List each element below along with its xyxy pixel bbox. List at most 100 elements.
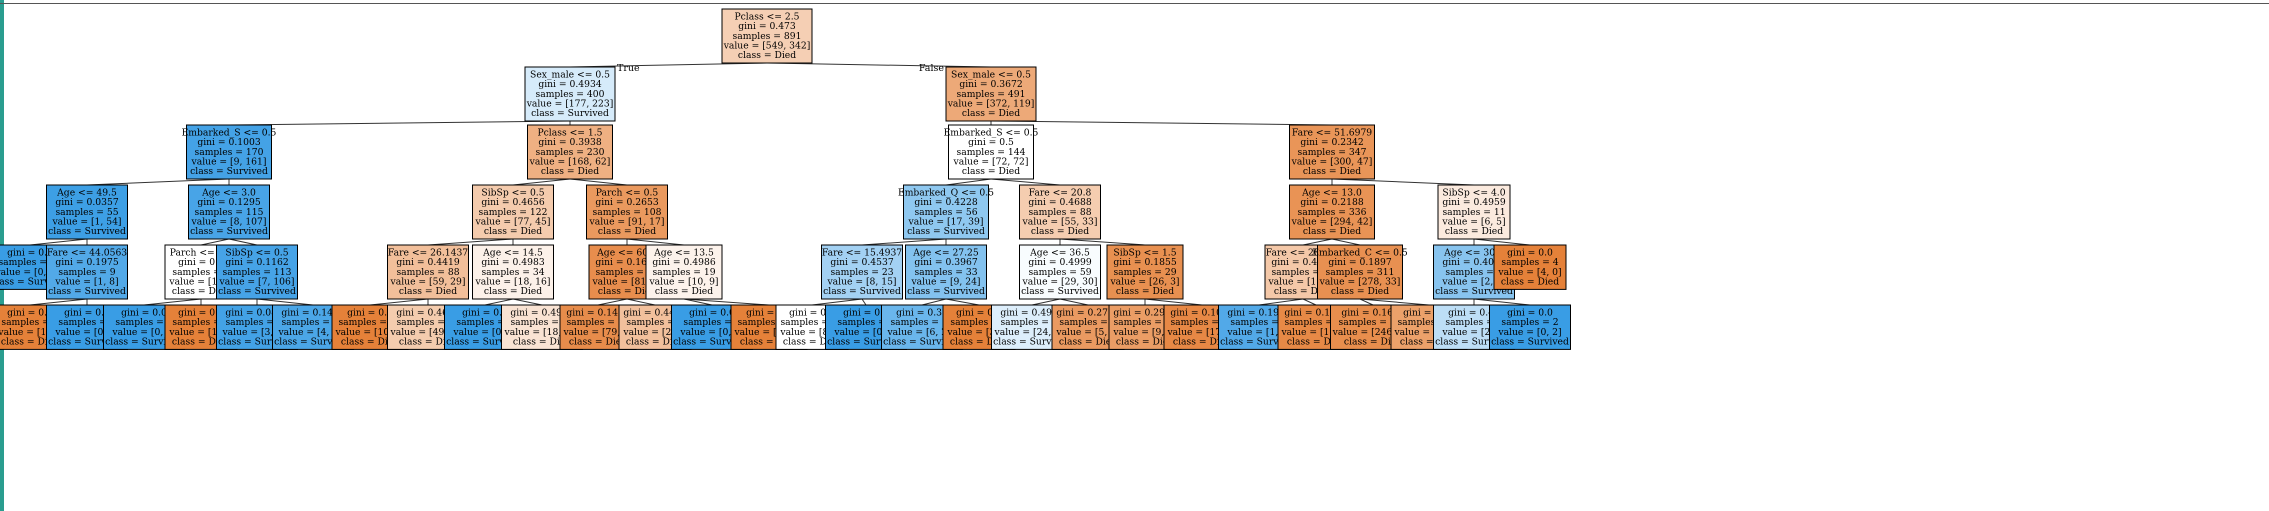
tree-node-line: samples = 9 [1230,317,1287,328]
tree-node-line: class = Survived [1021,286,1099,297]
tree-node-line: gini = 0.0 [462,308,508,319]
tree-edge [945,298,980,306]
tree-node-box [1019,244,1101,300]
tree-node-line: class = Died [1303,226,1361,237]
tree-node-line: class = Died [962,166,1020,177]
tree-node-line: class = Survived [218,336,296,347]
tree-edge [626,298,656,306]
tree-node-line: samples = 10 [338,317,401,328]
tree-node-line: class = Died [172,336,230,347]
tree-node-line: samples = 400 [536,89,605,100]
tree-node-line: value = [9, 24] [910,276,980,287]
tree-node-line: samples = 64 [225,317,288,328]
tree-node-line: Embarked_S <= 0.5 [182,128,277,139]
tree-node-line: Parch <= 1.5 [170,248,233,259]
tree-node-line: value = [55, 33] [1022,216,1098,227]
tree-edge [228,120,571,126]
tree-node-line: gini = 0.0 [689,308,735,319]
tree-edges [29,62,1531,306]
tree-node-line: Age <= 36.5 [1029,248,1090,259]
tree-node-line: gini = 0.3967 [914,257,978,268]
tree-node-line: samples = 113 [223,267,292,278]
tree-edge [766,62,992,68]
tree-node-line: value = [4, 0] [1497,267,1561,278]
tree-edge [1258,298,1304,306]
tree-node-box [472,244,554,300]
tree-node-line: samples = 34 [481,267,544,278]
tree-edge [921,298,947,306]
tree-node-line: gini = 0.4959 [1442,197,1506,208]
tree-node-line: class = Survived [883,336,961,347]
tree-node-line: gini = 0.4922 [510,308,573,319]
tree-node-line: gini = 0.5 [178,257,224,268]
tree-node-line: gini = 0.1975 [1227,308,1291,319]
tree-node-line: value = [177, 223] [526,98,614,109]
tree-node-line: class = Died [626,336,684,347]
tree-node-line: value = [6, 5] [1441,216,1505,227]
tree-node-line: value = [72, 72] [953,156,1029,167]
tree-node-line: samples = 19 [652,267,715,278]
tree-node-box [1289,184,1375,240]
tree-node-line: class = Died [783,336,841,347]
tree-node-line: Age <= 14.5 [482,248,543,259]
tree-node-box [1317,244,1403,300]
tree-node-line: samples = 1 [1,317,58,328]
tree-edge [1331,238,1361,246]
tree-edge [29,238,88,246]
tree-node-line: class = Died [513,336,571,347]
tree-node-line: gini = 0.1499 [281,308,345,319]
tree-node-line: value = [79, 7] [562,327,632,338]
tree-node-line: class = Died [1116,286,1174,297]
tree-node-box [524,66,616,122]
tree-node-line: SibSp <= 1.5 [1113,248,1176,259]
tree-node-line: class = Survived [48,336,126,347]
tree-node-line: gini = 0.4656 [481,197,545,208]
tree-node-line: class = Survived [1435,286,1513,297]
tree-node-box [46,184,128,240]
tree-node-line: samples = 53 [1000,317,1063,328]
tree-node-line: samples = 170 [195,147,264,158]
tree-node-line: value = [2, 1] [622,327,686,338]
tree-node-line: gini = 0.0 [64,308,110,319]
tree-node-line: gini = 0.0894 [225,308,289,319]
tree-node-line: value = [24, 29] [994,327,1070,338]
tree-node-line: class = Died [484,286,542,297]
tree-node-line: Embarked_Q <= 0.5 [898,188,994,199]
tree-edge [569,178,628,186]
tree-node-line: samples = 59 [1028,267,1091,278]
tree-node-line: value = [168, 62] [529,156,611,167]
tree-node-line: value = [0, 7] [833,327,897,338]
tree-node-line: samples = 9 [58,267,115,278]
tree-node-line: samples = 18 [1170,317,1233,328]
tree-node-line: class = Survived [274,336,352,347]
tree-node-box [948,124,1034,180]
tree-node-line: Fare <= 20.825 [1266,248,1341,259]
tree-node-line: value = [2, 5] [1441,276,1505,287]
tree-node-line: gini = 0.32 [1403,308,1455,319]
tree-node-line: class = Died [1031,226,1089,237]
tree-edge [683,298,713,306]
tree-node-line: gini = 0.2778 [1056,308,1120,319]
tree-node-line: value = [1, 0] [168,327,232,338]
tree-node-line: gini = 0.4999 [1028,257,1092,268]
tree-node-line: value = [15, 1] [1280,327,1350,338]
tree-node-line: gini = 0.4537 [830,257,894,268]
tree-node-line: samples = 78 [396,317,459,328]
tree-node-line: gini = 0.1636 [595,257,659,268]
tree-node-line: Pclass <= 1.5 [537,128,602,139]
tree-node-line: class = Survived [823,286,901,297]
tree-node-line: class = Died [484,226,542,237]
tree-node-line: samples = 6 [1059,317,1116,328]
tree-node-line: value = [294, 42] [1291,216,1373,227]
tree-node-line: samples = 122 [479,207,548,218]
